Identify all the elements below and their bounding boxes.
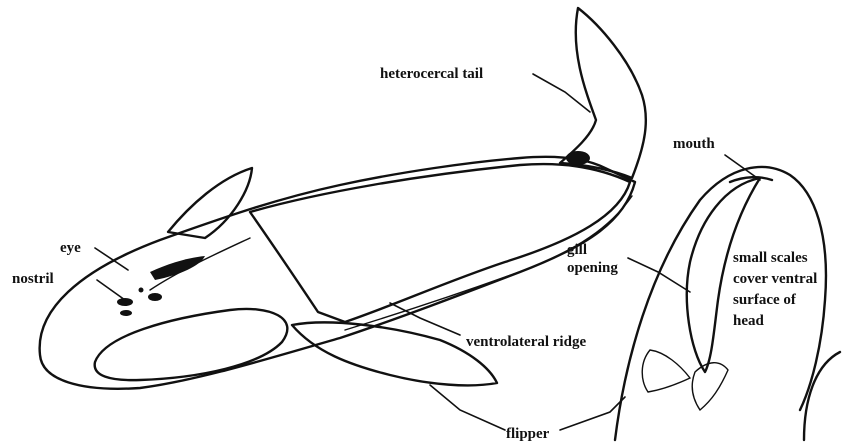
head-line [150,238,250,290]
animal-body [40,8,646,389]
label-mouth: mouth [673,136,715,152]
partial-outline [804,352,840,440]
label-gill-1: gill [567,242,587,258]
spot [148,293,162,301]
spot-small [139,288,144,293]
label-scales-1: small scales [733,250,808,266]
label-heterocercal-tail: heterocercal tail [380,66,483,82]
label-flipper: flipper [506,426,550,442]
flipper-leader-1 [430,385,505,430]
nostril-leader [97,280,125,300]
label-nostril: nostril [12,271,54,287]
label-eye: eye [60,240,81,256]
label-scales-2: cover ventral [733,271,817,287]
tail-base-blotch [566,151,590,165]
flipper-leader-2 [560,397,625,430]
ventral-flipper-left [642,350,690,392]
labels: heterocercal tail mouth eye nostril gill… [12,66,817,442]
eye-patch [150,256,205,280]
head-ventral-view [615,167,840,440]
label-gill-2: opening [567,260,618,276]
eye-leader [95,248,128,270]
dorsal-fin [168,168,252,238]
ventral-flipper-right [692,363,728,410]
rear-flipper [292,322,497,385]
nostril-mark-2 [120,310,132,316]
label-scales-3: surface of [733,292,797,308]
label-scales-4: head [733,313,765,329]
front-flipper [95,309,288,380]
label-ventrolateral-ridge: ventrolateral ridge [466,334,586,350]
